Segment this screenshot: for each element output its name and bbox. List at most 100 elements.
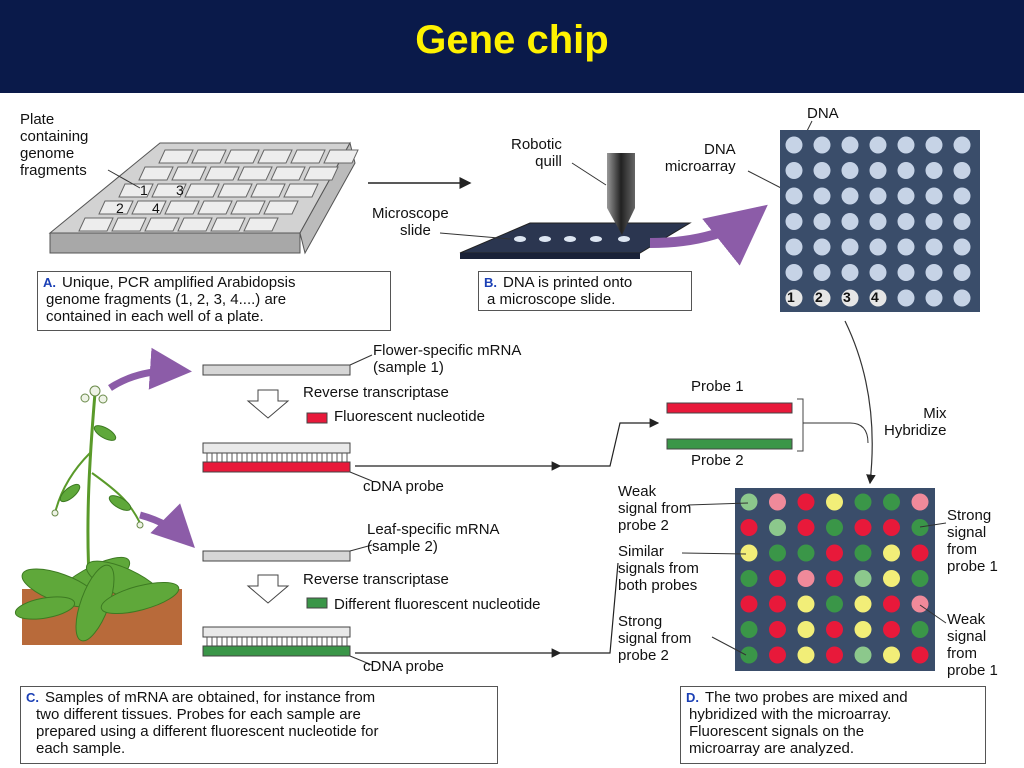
dna-spot [813, 289, 831, 307]
svg-text:2: 2 [116, 200, 124, 216]
dna-spot [813, 264, 831, 281]
hybrid-spot [854, 570, 872, 587]
plate-well [78, 217, 114, 232]
robotic-quill [607, 153, 635, 235]
caption-box-a: A.Unique, PCR amplified Arabidopsis geno… [37, 271, 391, 331]
plate-well [144, 217, 180, 232]
dna-spot [869, 289, 887, 307]
hybrid-spot [826, 544, 843, 562]
down-arrow-1 [246, 389, 290, 419]
dna-spot [925, 213, 943, 230]
hybrid-spot [883, 519, 900, 536]
hybrid-spot [883, 595, 900, 613]
dna-spot [897, 264, 915, 281]
hybrid-spot [740, 621, 758, 638]
hybrid-spot [740, 570, 758, 587]
hybrid-spot [740, 519, 758, 536]
gene-chip-diagram: 1 3 2 4 [14, 120, 980, 671]
dna-spot [897, 162, 915, 179]
hybrid-spot [826, 595, 843, 613]
dna-spot [841, 289, 859, 307]
dna-spot [897, 238, 915, 256]
plate-well [210, 217, 246, 232]
hybrid-spot [854, 646, 872, 664]
well-plate [48, 141, 359, 255]
plate-well [250, 183, 286, 198]
dna-spot [953, 238, 971, 256]
hybrid-spot [769, 595, 786, 613]
hybrid-spot [769, 621, 786, 638]
dna-spot [841, 162, 859, 179]
leaf-mrna-label: Leaf-specific mRNA(sample 2) [367, 521, 500, 555]
probe-1-label: Probe 1 [691, 378, 744, 395]
caption-box-b: B.DNA is printed onto a microscope slide… [478, 271, 692, 311]
plate-well [263, 200, 299, 215]
dna-spot [953, 264, 971, 281]
hybrid-spot [854, 519, 872, 536]
plate-well [303, 166, 339, 181]
plate-well [191, 149, 227, 164]
dna-spot [897, 136, 915, 154]
down-arrow-2 [246, 574, 290, 604]
hybrid-spot [883, 570, 900, 587]
hybrid-spot [797, 570, 815, 587]
plate-well [230, 200, 266, 215]
dna-spot [841, 213, 859, 230]
hybrid-spot [826, 570, 843, 587]
svg-text:3: 3 [176, 182, 184, 198]
dna-spot [953, 187, 971, 205]
dna-spot [785, 136, 803, 154]
plate-well [177, 217, 213, 232]
plate-well [171, 166, 207, 181]
rt-label-1: Reverse transcriptase [303, 384, 449, 401]
dna-spot [869, 162, 887, 179]
plate-well [164, 200, 200, 215]
plate-well [270, 166, 306, 181]
dna-spot [813, 187, 831, 205]
plate-well [151, 183, 187, 198]
dna-spot [869, 187, 887, 205]
probe-2-label: Probe 2 [691, 452, 744, 469]
dna-spot [869, 213, 887, 230]
hybrid-spot [797, 519, 815, 536]
microscope-slide [459, 222, 692, 259]
svg-text:1: 1 [140, 182, 148, 198]
hybrid-spot [911, 544, 929, 562]
dna-spot [841, 187, 859, 205]
hybrid-spot [883, 544, 900, 562]
dna-spot [785, 162, 803, 179]
hybrid-spot [911, 646, 929, 664]
plate-well [197, 200, 233, 215]
flower-mrna-label: Flower-specific mRNA(sample 1) [373, 342, 522, 376]
dna-spot [925, 187, 943, 205]
dna-spot [841, 238, 859, 256]
dna-spot [869, 238, 887, 256]
plate-well [118, 183, 154, 198]
hybrid-spot [883, 646, 900, 664]
arrow-leaf [139, 503, 195, 548]
dna-spot [897, 187, 915, 205]
hybrid-spot [911, 595, 929, 613]
plate-well [111, 217, 147, 232]
nucleotide-label-2: Different fluorescent nucleotide [334, 596, 541, 613]
plate-well [98, 200, 134, 215]
hybrid-spot [740, 646, 758, 664]
arrow-flower [108, 347, 192, 391]
microarray-top-label: DNA [807, 105, 839, 122]
plate-well [243, 217, 279, 232]
dna-spot [841, 264, 859, 281]
plate-well [138, 166, 174, 181]
plate-well [323, 149, 359, 164]
dna-spot [813, 213, 831, 230]
hybrid-spot [797, 621, 815, 638]
rt-label-2: Reverse transcriptase [303, 571, 449, 588]
hybrid-spot [797, 646, 815, 664]
